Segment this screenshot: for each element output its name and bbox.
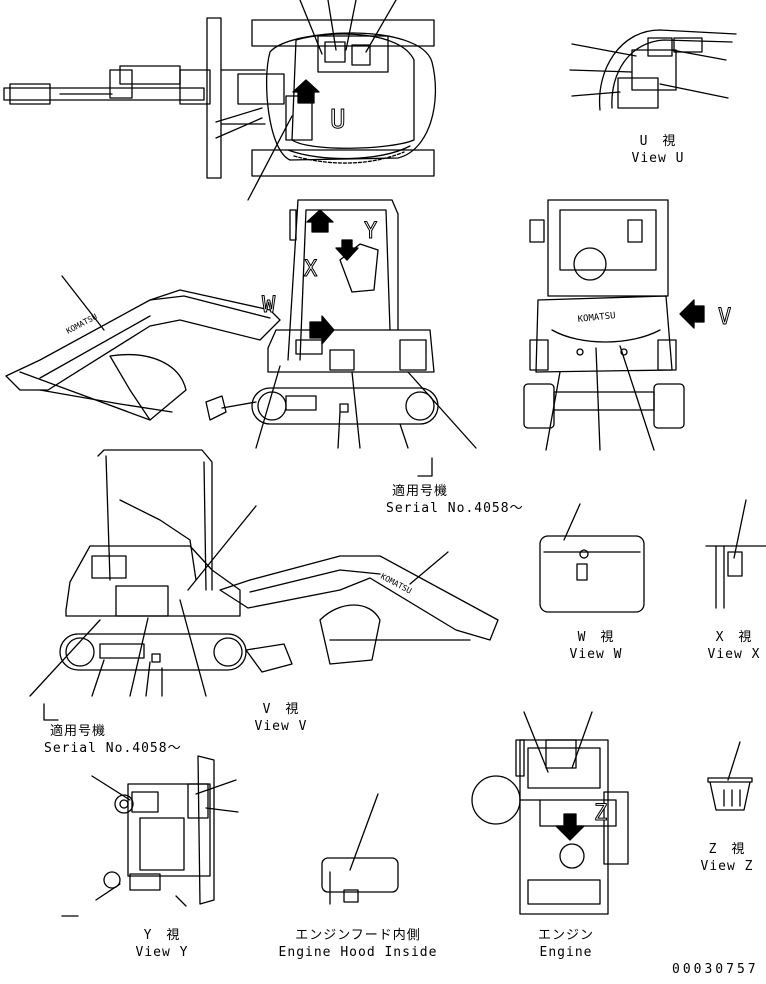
brand-decal-boom-right: KOMATSU <box>65 312 99 336</box>
view-x-letter: X <box>304 257 318 282</box>
view-v-en-label: View V <box>254 719 308 734</box>
brand-decal-boom-left: KOMATSU <box>379 572 413 596</box>
view-y-jp-label: Y 視 <box>143 928 181 943</box>
serial-top-jp-label: 適用号機 <box>392 484 449 499</box>
view-y-letter: Y <box>364 219 377 244</box>
serial-top-bracket <box>417 457 433 477</box>
engine-detail: Z <box>471 711 629 915</box>
view-z-detail <box>707 741 753 811</box>
view-y-detail <box>91 755 239 907</box>
side-view-right: KOMATSU Y X W <box>5 199 477 449</box>
view-u-detail <box>569 29 737 111</box>
view-z-jp-label: Z 視 <box>708 842 746 857</box>
view-u-letter: U <box>330 105 346 135</box>
serial-bottom-jp-label: 適用号機 <box>50 724 107 739</box>
view-w-en-label: View W <box>569 647 623 662</box>
view-x-detail <box>705 499 766 609</box>
serial-bottom-bracket <box>43 703 59 721</box>
view-x-en-label: View X <box>707 647 761 662</box>
view-y-en-label: View Y <box>135 945 189 960</box>
view-z-en-label: View Z <box>700 859 754 874</box>
view-w-letter: W <box>262 293 276 318</box>
rear-view-drawing: KOMATSU V <box>523 199 732 451</box>
serial-bottom-en-label: Serial No.4058～ <box>44 741 182 756</box>
top-view-drawing: U <box>3 0 437 201</box>
serial-top-en-label: Serial No.4058～ <box>386 501 524 516</box>
engine-hood-detail <box>321 793 399 905</box>
brand-decal-rear: KOMATSU <box>577 311 616 325</box>
engine-jp-label: エンジン <box>537 928 594 943</box>
view-w-detail <box>539 503 645 613</box>
drawing-number: 00030757 <box>672 962 759 977</box>
view-v-jp-label: V 視 <box>262 702 300 717</box>
view-u-jp-label: U 視 <box>639 134 677 149</box>
engine-hood-en-label: Engine Hood Inside <box>278 945 438 960</box>
view-x-jp-label: X 視 <box>715 630 753 645</box>
side-view-left: KOMATSU <box>29 449 499 697</box>
view-z-letter: Z <box>594 801 607 826</box>
engine-en-label: Engine <box>539 945 593 960</box>
view-v-letter: V <box>718 305 731 330</box>
engine-hood-jp-label: エンジンフード内側 <box>295 928 421 943</box>
view-u-en-label: View U <box>631 151 685 166</box>
view-w-jp-label: W 視 <box>577 630 615 645</box>
